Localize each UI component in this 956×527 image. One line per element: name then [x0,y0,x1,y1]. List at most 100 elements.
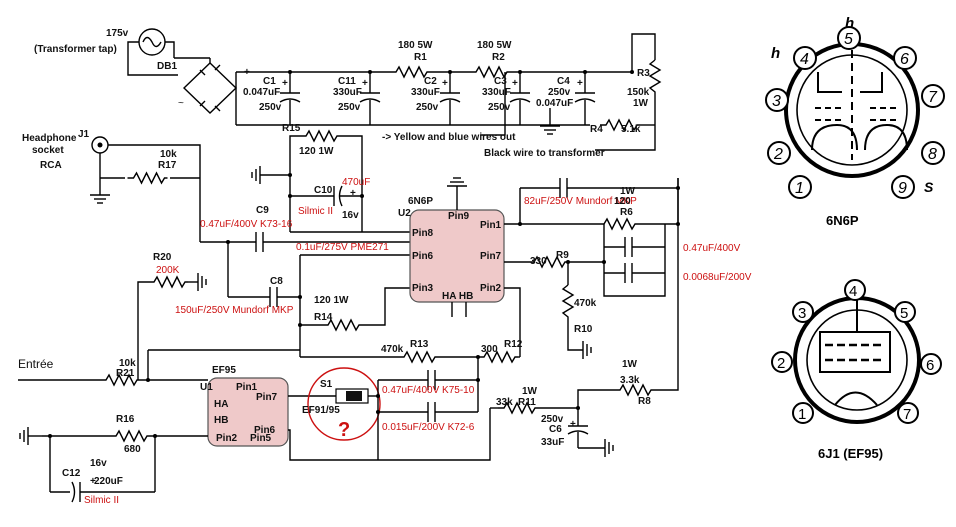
c-82uf-label: 82uF/250V Mundorf MKP [524,196,637,207]
s1-ef91-label: EF91/95 [302,405,340,416]
c3-plus: + [512,78,518,89]
u2-tube-label: 6N6P [408,196,433,207]
c1-voltage: 250v [259,102,282,113]
r9-label: R9 [556,250,569,261]
r13-resistor [397,351,439,363]
c11-plus: + [362,78,368,89]
entree-label: Entrée [18,357,54,371]
pin-h-top: h [845,15,854,32]
r17-resistor [126,172,169,184]
yellow-blue-note: -> Yellow and blue wires out [382,132,516,143]
u2-pin6: Pin6 [412,251,434,262]
c-pme-label: 0.1uF/275V PME271 [296,242,389,253]
c-0068-label: 0.0068uF/200V [683,272,752,283]
ground-icon [604,439,614,457]
c2-label: C2 [424,76,437,87]
u1-pin7: Pin7 [256,392,278,403]
r16-label: R16 [116,414,135,425]
c2-capacitor [439,72,461,125]
u1-tube-ef95 [207,377,289,447]
c9-label: C9 [256,205,269,216]
u2-pin3: Pin3 [412,283,434,294]
ground-icon [540,108,560,135]
q-pin-6: 6 [926,357,934,374]
c10-label: C10 [314,185,333,196]
u1-pin5: Pin5 [250,433,272,444]
c3-voltage: 250v [488,102,511,113]
c-047-right-capacitor [604,237,665,257]
c3-capacitor [509,72,531,125]
r3-power: 1W [633,98,649,109]
c10-capacitor [290,185,362,207]
c11-voltage: 250v [338,102,361,113]
u1-tube-label: EF95 [212,365,236,376]
pinout-6n6p-title: 6N6P [826,213,859,228]
c1-value: 0.047uF [243,87,280,98]
r8-resistor [613,384,655,396]
r8-power: 1W [622,359,638,370]
c12-plus: + [90,476,96,487]
c-047-right-label: 0.47uF/400V [683,243,741,254]
pinout-6n6p: h h S 5 4 6 3 7 2 8 1 9 6N6P [765,15,945,228]
r20-value: 200K [156,265,180,276]
r17-value: 10k [160,149,177,160]
q-pin-1: 1 [798,406,806,423]
r17-label: R17 [158,160,177,171]
r12-label: R12 [504,339,523,350]
pin-8: 8 [928,146,937,163]
u2-pin8: Pin8 [412,228,434,239]
power-supply: + ~ [34,28,662,159]
r13-value: 470k [381,344,404,355]
q-pin-2: 2 [777,355,785,372]
ground-icon [90,178,110,204]
u1-hb: HB [214,415,228,426]
ground-icon [251,166,290,184]
headphone-output: Headphone socket RCA J1 10k R17 [22,129,201,220]
s1-label: S1 [320,379,333,390]
ground-icon [19,427,42,445]
c10-plus: + [350,188,356,199]
c-k72-label: 0.015uF/200V K72-6 [382,422,475,433]
s1-switch[interactable] [335,388,369,404]
pinout-6j1: 4 3 5 2 6 1 7 6J1 (EF95) [771,279,942,461]
c1-capacitor [279,72,301,125]
pin-4: 4 [800,51,809,68]
c4-capacitor [574,72,596,125]
question-circle [307,367,381,441]
pin-6: 6 [900,51,909,68]
q-pin-7: 7 [903,406,911,423]
r10-value: 470k [574,298,597,309]
r21-value: 10k [119,358,136,369]
r11-value: 33k [496,397,513,408]
u2-pin7: Pin7 [480,251,502,262]
r6-value: 120 [614,196,631,207]
u2-pin2: Pin2 [480,283,502,294]
ground-icon [582,341,592,359]
headphone-label-1: Headphone [22,133,77,144]
r6-label: R6 [620,207,633,218]
u1-pin1: Pin1 [236,382,258,393]
u2-label: U2 [398,208,411,219]
c-k72-capacitor [427,402,436,422]
c9-type: 0.47uF/400V K73-16 [200,219,293,230]
r1-value: 180 5W [398,40,433,51]
c10-voltage: 16v [342,210,359,221]
q-pin-4: 4 [849,283,857,300]
r1-label: R1 [414,52,427,63]
ground-icon [197,273,207,291]
u1-ha: HA [214,399,228,410]
c12-capacitor [71,481,81,503]
pin-9: 9 [898,180,907,197]
pin-7: 7 [928,89,938,106]
r11-power: 1W [522,386,538,397]
c4-value: 0.047uF [536,98,573,109]
q-pin-3: 3 [798,305,806,322]
c11-capacitor [359,72,381,125]
u2-pin1: Pin1 [480,220,502,231]
c8-label: C8 [270,276,283,287]
pin-1: 1 [795,180,804,197]
r21-label: R21 [116,368,135,379]
pin-5: 5 [844,31,853,48]
c3-value: 330uF [482,87,511,98]
